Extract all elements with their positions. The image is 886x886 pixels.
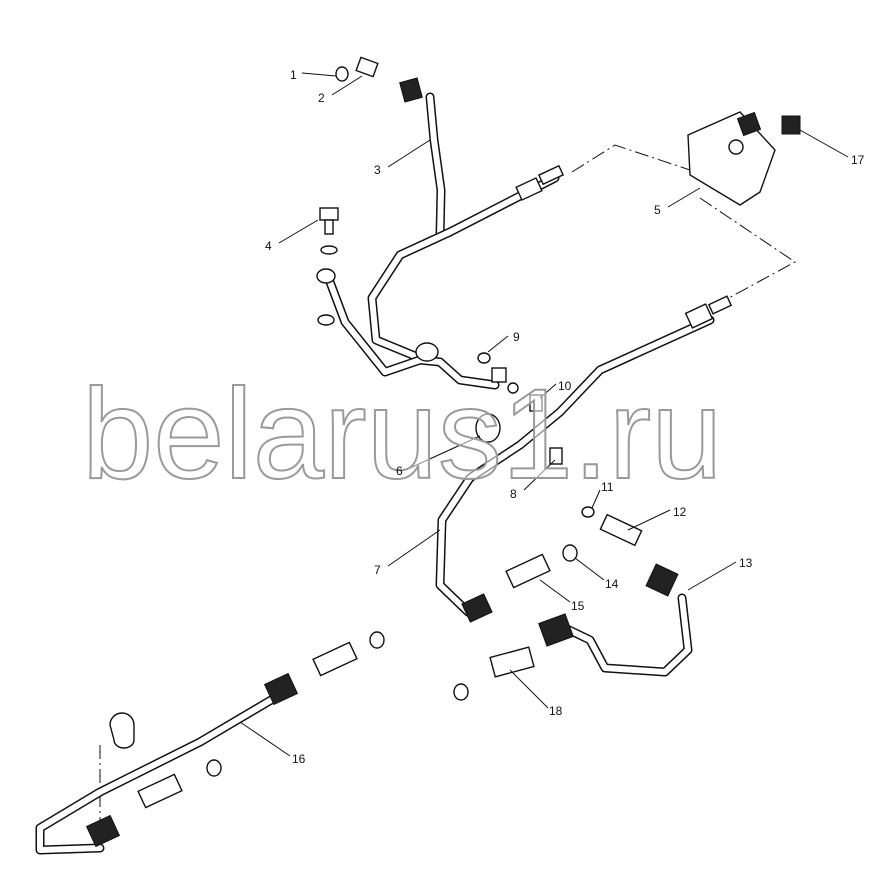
callout-4: 4 <box>265 239 272 253</box>
callout-10: 10 <box>558 379 572 393</box>
callout-3: 3 <box>374 163 381 177</box>
callout-15: 15 <box>571 599 585 613</box>
callout-8: 8 <box>510 487 517 501</box>
callout-16: 16 <box>292 752 306 766</box>
watermark: belarus1.ru <box>82 363 722 506</box>
callout-13: 13 <box>739 556 753 570</box>
callout-17: 17 <box>851 153 865 167</box>
leader-lines <box>239 72 849 757</box>
callout-9: 9 <box>513 330 520 344</box>
callout-11: 11 <box>601 480 614 494</box>
callout-2: 2 <box>318 91 325 105</box>
callout-18: 18 <box>549 704 563 718</box>
callout-labels: 1 2 3 4 5 6 7 8 9 10 11 12 13 14 15 16 1… <box>265 68 865 766</box>
assembly-lines <box>99 144 796 850</box>
callout-7: 7 <box>374 563 381 577</box>
fittings <box>85 56 801 848</box>
callout-6: 6 <box>396 464 403 478</box>
callout-12: 12 <box>673 505 687 519</box>
callout-14: 14 <box>605 577 619 591</box>
pipes <box>35 92 715 855</box>
callout-1: 1 <box>290 68 297 82</box>
callout-5: 5 <box>654 203 661 217</box>
